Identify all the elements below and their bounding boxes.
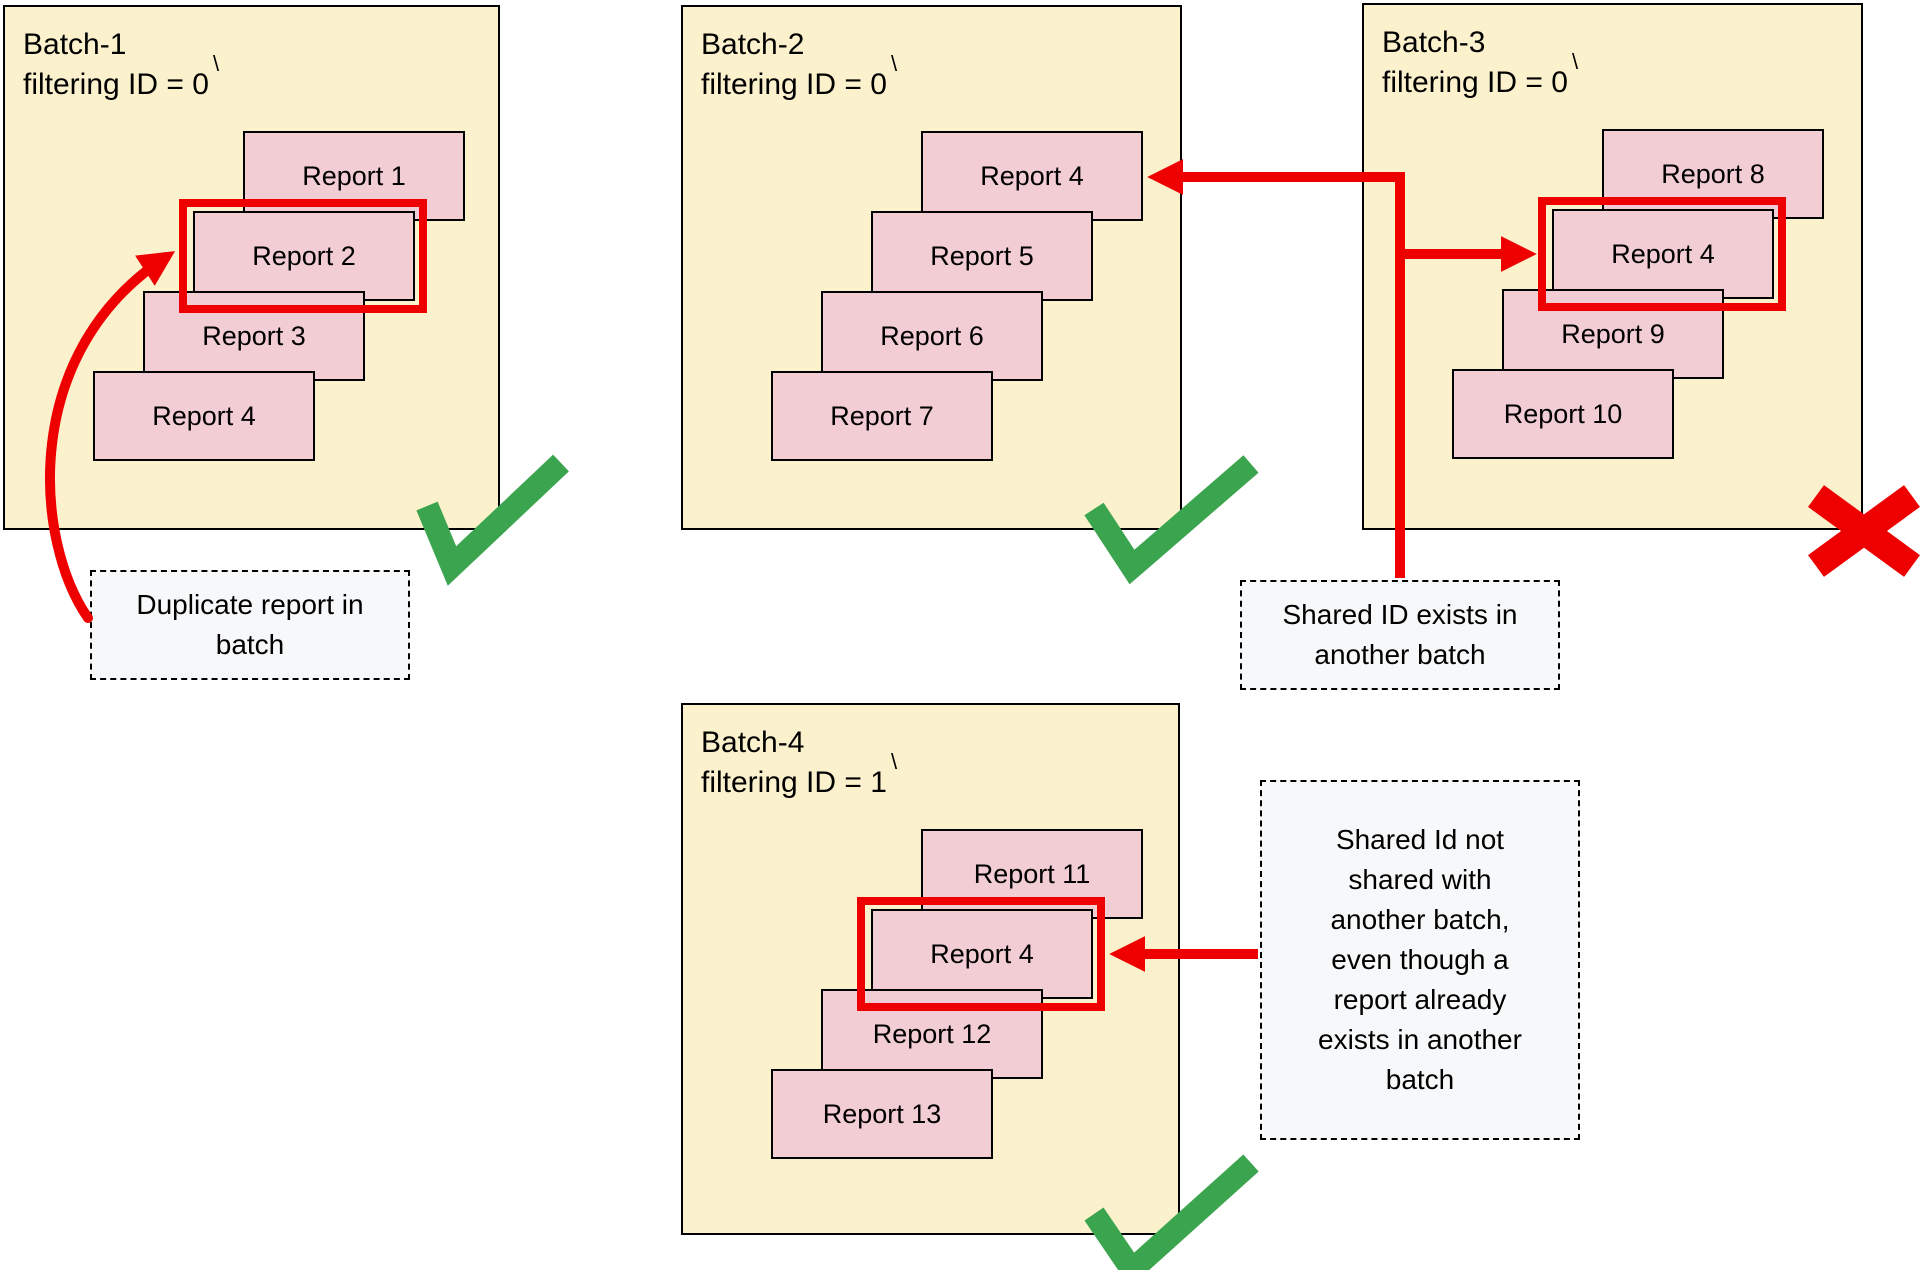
batch-2-box: Batch-2 filtering ID = 0 \ Report 4 Repo… bbox=[681, 5, 1182, 530]
batch-3-title: Batch-3 bbox=[1382, 26, 1486, 59]
batch-1-title: Batch-1 bbox=[23, 28, 127, 61]
batch-4-filter-label: filtering ID = 1 bbox=[701, 766, 887, 799]
report-card: Report 6 bbox=[821, 291, 1043, 381]
batch-4-header: Batch-4 filtering ID = 1 bbox=[701, 723, 887, 803]
stray-mark: \ bbox=[213, 51, 220, 76]
report-card: Report 10 bbox=[1452, 369, 1674, 459]
report-card-highlighted: Report 4 bbox=[871, 909, 1093, 999]
annotation-duplicate-text: Duplicate report in batch bbox=[136, 589, 364, 660]
report-card: Report 7 bbox=[771, 371, 993, 461]
batch-1-filter-label: filtering ID = 0 bbox=[23, 68, 209, 101]
batch-2-title: Batch-2 bbox=[701, 28, 805, 61]
report-card-highlighted: Report 4 bbox=[1552, 209, 1774, 299]
annotation-not-shared: Shared Id not shared with another batch,… bbox=[1260, 780, 1580, 1140]
stray-mark: \ bbox=[1572, 49, 1579, 74]
annotation-duplicate-report: Duplicate report in batch bbox=[90, 570, 410, 680]
batch-4-title: Batch-4 bbox=[701, 726, 805, 759]
not-shared-highlight-frame bbox=[857, 897, 1105, 1011]
annotation-shared-id-text: Shared ID exists in another batch bbox=[1282, 599, 1518, 670]
report-card: Report 13 bbox=[771, 1069, 993, 1159]
batch-3-filter-label: filtering ID = 0 bbox=[1382, 66, 1568, 99]
batch-1-box: Batch-1 filtering ID = 0 \ Report 1 Repo… bbox=[3, 5, 500, 530]
shared-id-highlight-frame bbox=[1538, 197, 1786, 311]
batch-4-box: Batch-4 filtering ID = 1 \ Report 11 Rep… bbox=[681, 703, 1180, 1235]
report-card: Report 5 bbox=[871, 211, 1093, 301]
batch-3-box: Batch-3 filtering ID = 0 \ Report 8 Repo… bbox=[1362, 3, 1863, 530]
batch-3-header: Batch-3 filtering ID = 0 bbox=[1382, 23, 1568, 103]
batch-1-header: Batch-1 filtering ID = 0 bbox=[23, 25, 209, 105]
annotation-shared-id: Shared ID exists in another batch bbox=[1240, 580, 1560, 690]
batch-2-filter-label: filtering ID = 0 bbox=[701, 68, 887, 101]
duplicate-highlight-frame bbox=[179, 199, 427, 313]
annotation-not-shared-text: Shared Id not shared with another batch,… bbox=[1318, 824, 1522, 1095]
stray-mark: \ bbox=[891, 749, 898, 774]
stray-mark: \ bbox=[891, 51, 898, 76]
report-card-shared-target: Report 4 bbox=[921, 131, 1143, 221]
report-card: Report 4 bbox=[93, 371, 315, 461]
batch-2-header: Batch-2 filtering ID = 0 bbox=[701, 25, 887, 105]
